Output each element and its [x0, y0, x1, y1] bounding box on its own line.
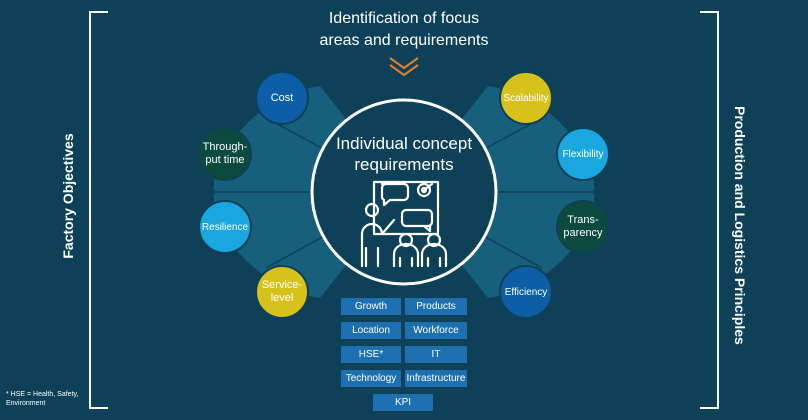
- header-line-1: Identification of focus: [328, 10, 480, 27]
- header-line-2: areas and requirements: [319, 32, 489, 49]
- center-circle: [310, 98, 498, 286]
- flexibility-circle: [556, 127, 610, 181]
- resilience-circle: [198, 200, 252, 254]
- tag-growth: Growth: [341, 298, 401, 315]
- presentation-team-icon: [360, 180, 448, 268]
- tag-location: Location: [341, 322, 401, 339]
- production-logistics-title: Production and Logistics Principles: [732, 106, 748, 345]
- resilience-label: Resilience: [201, 221, 249, 233]
- scalability-circle: [499, 71, 553, 125]
- throughput-time-label: Through- put time: [202, 141, 248, 166]
- footnote: * HSE = Health, Safety, Environment: [6, 391, 79, 407]
- tag-products: Products: [405, 298, 467, 315]
- scalability-label: Scalability: [503, 92, 549, 104]
- cost-circle: [255, 71, 309, 125]
- service-level-label: Service- level: [261, 279, 303, 304]
- tag-workforce: Workforce: [405, 322, 467, 339]
- transparency-label: Trans- parency: [563, 214, 603, 239]
- header: Identification of focus areas and requir…: [240, 8, 568, 52]
- factory-objectives-title: Factory Objectives: [60, 133, 76, 259]
- efficiency-circle: [499, 265, 553, 319]
- center-title-line-2: requirements: [354, 155, 454, 174]
- efficiency-label: Efficiency: [504, 286, 548, 298]
- left-bracket: [89, 11, 108, 409]
- service-level-circle: [255, 265, 309, 319]
- tag-technology: Technology: [341, 370, 401, 387]
- down-chevron-icon: [389, 57, 419, 77]
- cost-label: Cost: [270, 91, 294, 104]
- center-title: Individual concept requirements: [300, 133, 508, 175]
- center-title-line-1: Individual concept: [335, 134, 473, 153]
- tag-hse: HSE*: [341, 346, 401, 363]
- tag-it: IT: [405, 346, 467, 363]
- right-bracket: [700, 11, 719, 409]
- tag-kpi: KPI: [373, 394, 433, 411]
- tag-infrastructure: Infrastructure: [405, 370, 467, 387]
- flexibility-label: Flexibility: [562, 148, 604, 160]
- transparency-circle: [556, 200, 610, 254]
- throughput-time-circle: [198, 127, 252, 181]
